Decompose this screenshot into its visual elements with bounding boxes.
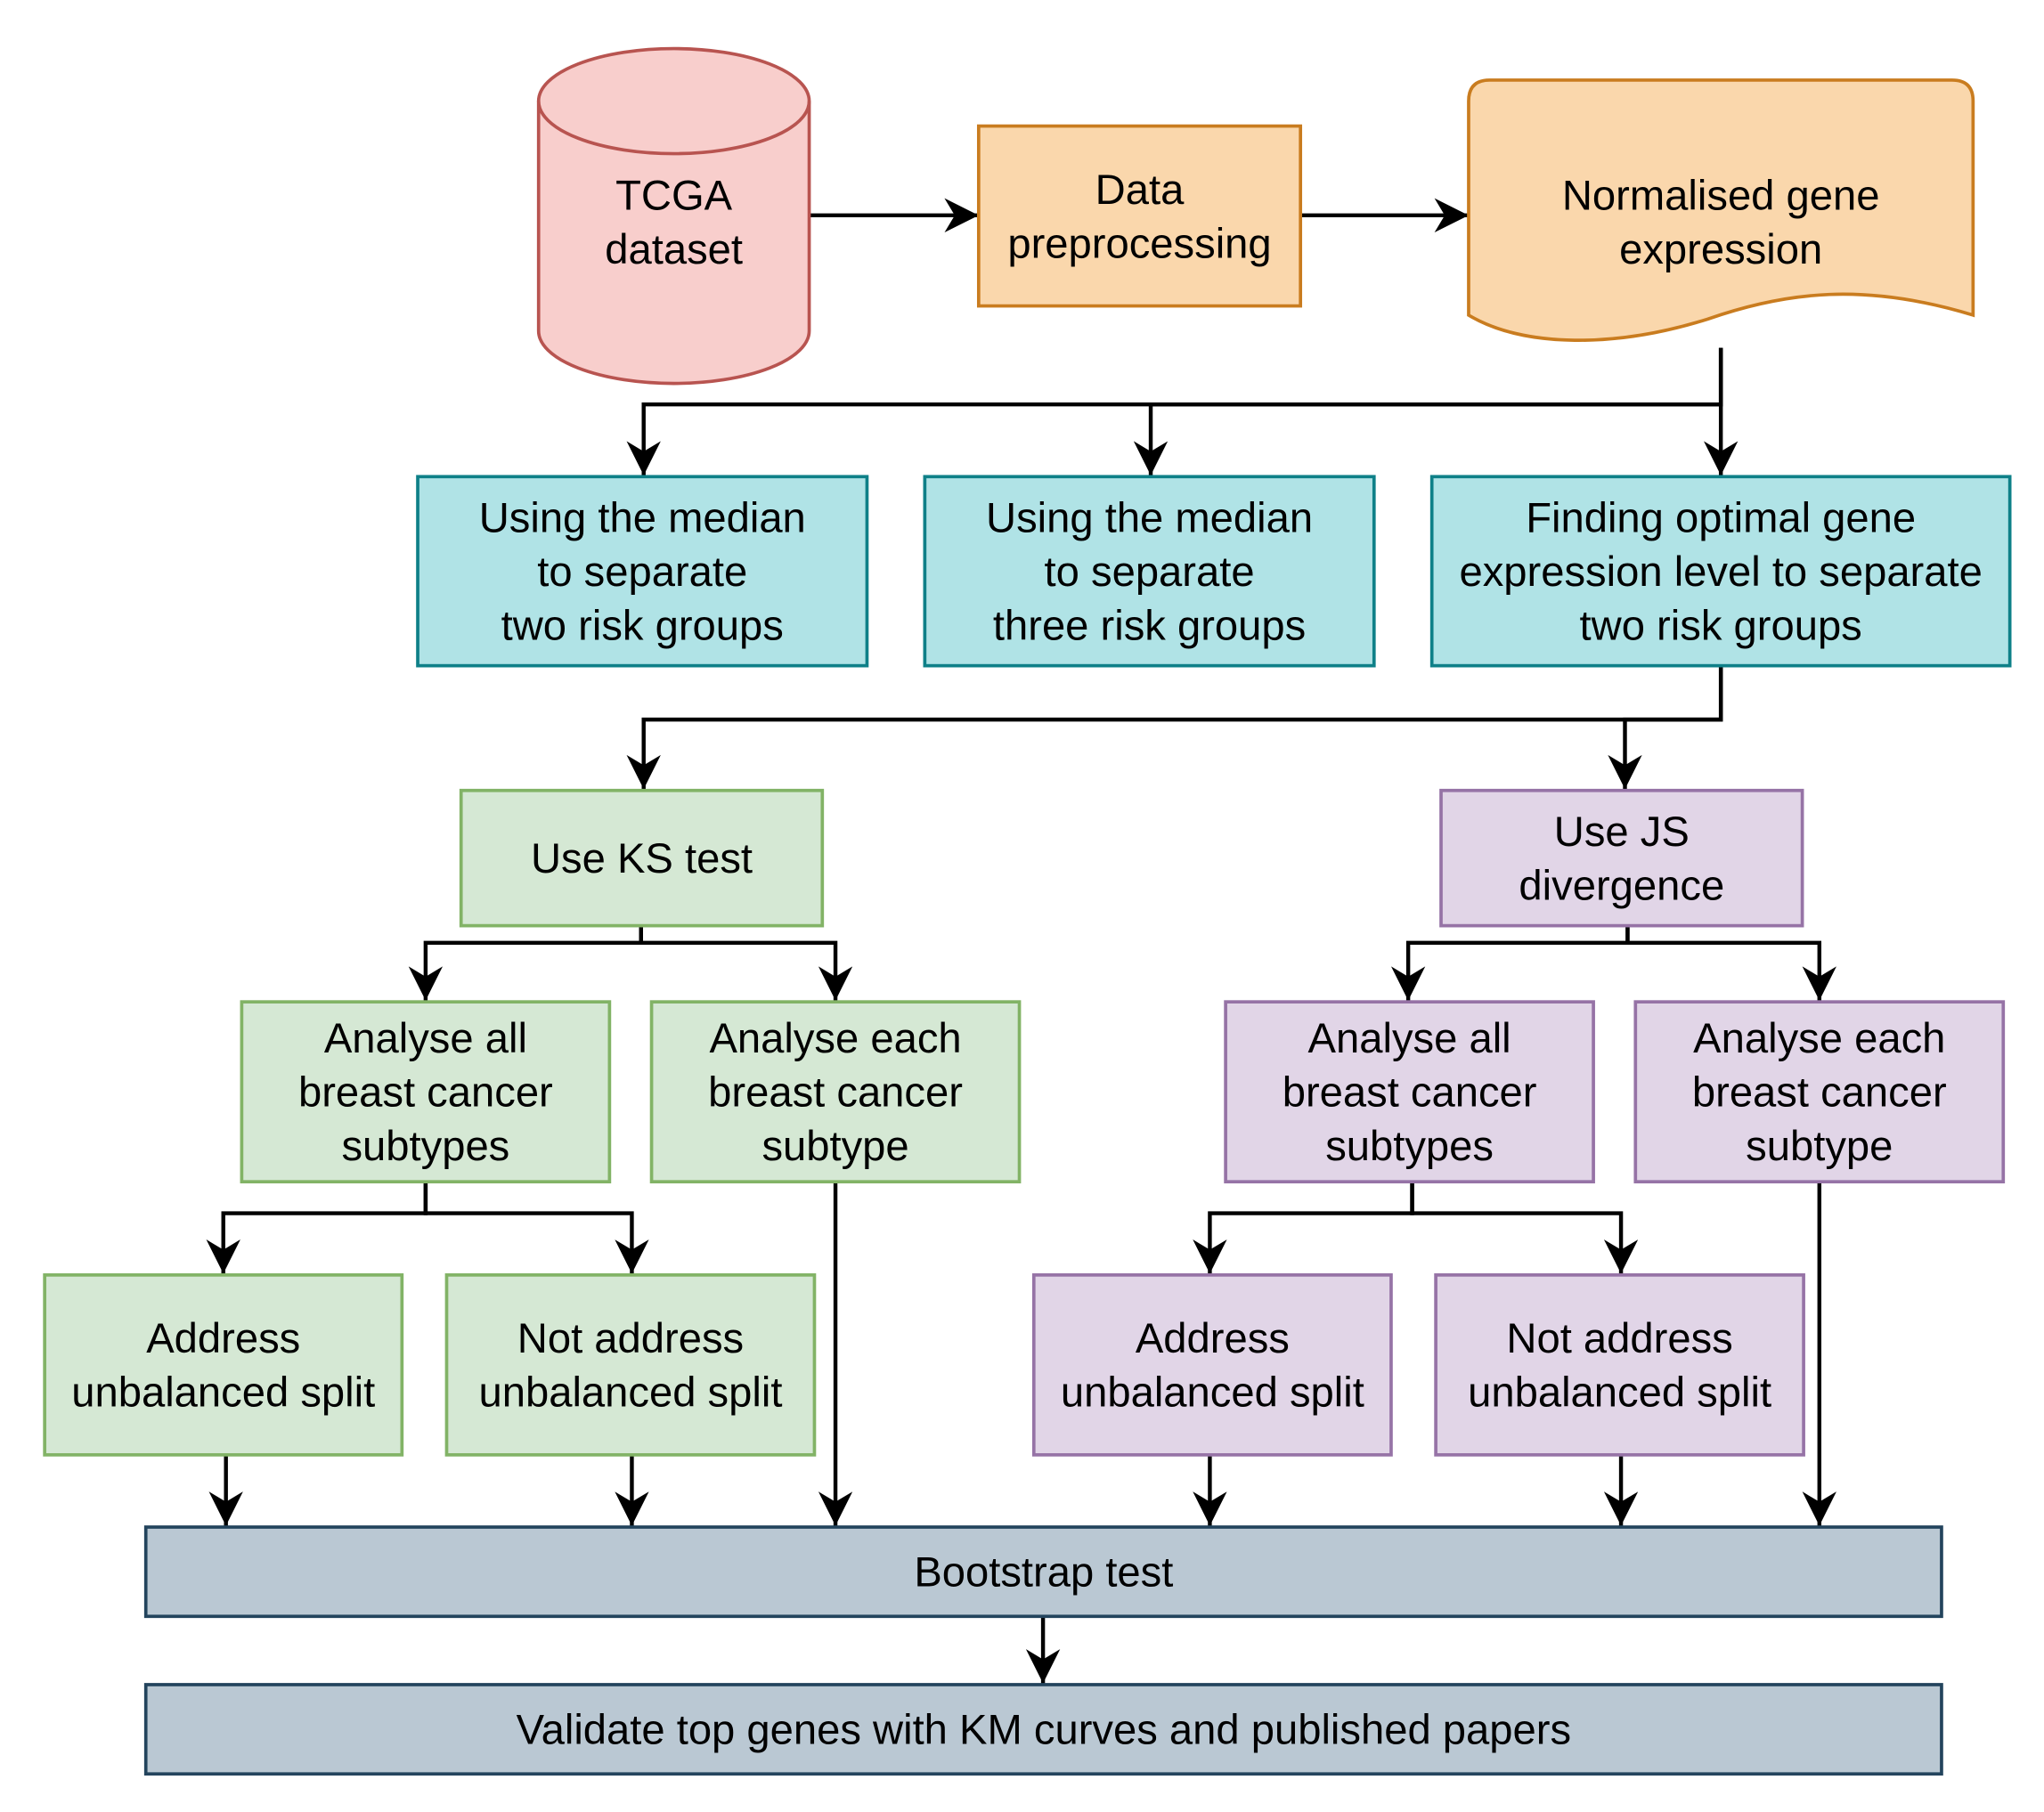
node-ks-all: Analyse all breast cancer subtypes [240, 1000, 612, 1184]
box-shape [1439, 788, 1804, 928]
node-label-line: Use JS [1554, 808, 1690, 855]
node-label-line: Normalised gene [1562, 171, 1880, 218]
box-shape [43, 1273, 404, 1457]
node-tcga: TCGA dataset [536, 46, 811, 386]
node-label-line: Using the median [479, 494, 806, 541]
node-js-address: Address unbalanced split [1031, 1273, 1393, 1457]
box-shape [143, 1683, 1943, 1776]
node-js-not-address: Not address unbalanced split [1434, 1273, 1805, 1457]
node-ks-not-address: Not address unbalanced split [444, 1273, 817, 1457]
box-shape [1031, 1273, 1393, 1457]
node-label-line: Data [1095, 166, 1185, 213]
edges [206, 198, 1836, 1684]
node-label-line: Not address [1506, 1314, 1732, 1361]
document-shape [1467, 78, 1975, 342]
node-label-line: subtype [1746, 1122, 1893, 1169]
node-label-line: Bootstrap test [914, 1548, 1173, 1596]
node-label-line: preprocessing [1007, 219, 1271, 266]
box-shape [444, 1273, 817, 1457]
node-label-line: Finding optimal gene [1526, 494, 1916, 541]
node-label-line: Analyse each [1693, 1014, 1945, 1061]
box-shape [923, 475, 1376, 668]
node-ks-test: Use KS test [459, 788, 825, 928]
node-js-div: Use JS divergence [1439, 788, 1804, 928]
node-ks-each: Analyse each breast cancer subtype [649, 1000, 1022, 1184]
box-shape [1434, 1273, 1805, 1457]
node-label-line: expression [1619, 225, 1822, 272]
node-label-line: Address [1136, 1314, 1290, 1361]
node-label-line: Validate top genes with KM curves and pu… [517, 1706, 1571, 1753]
node-label-line: two risk groups [501, 601, 784, 648]
nodes: TCGA dataset Data preprocessing Normalised g… [43, 46, 2012, 1776]
box-shape [459, 788, 825, 928]
node-label-line: subtypes [341, 1122, 509, 1169]
arrow-optimal-to-ks_test [626, 665, 1723, 790]
box-shape [976, 124, 1303, 308]
node-label-line: divergence [1519, 861, 1724, 908]
arrow-ks_test-to-ks_all [408, 925, 643, 1001]
node-label-line: breast cancer [298, 1069, 553, 1116]
node-label-line: unbalanced split [71, 1369, 375, 1416]
node-optimal: Finding optimal gene expression level to … [1429, 475, 2012, 668]
node-label-line: Address [146, 1314, 300, 1361]
box-shape [649, 1000, 1022, 1184]
node-label-line: subtype [761, 1122, 908, 1169]
arrow-js_div-to-js_each [1625, 925, 1836, 1001]
node-js-all: Analyse all breast cancer subtypes [1224, 1000, 1595, 1184]
box-shape [1429, 475, 2012, 668]
node-label-line: to separate [537, 548, 747, 595]
arrow-ks_all-to-ks_address [206, 1182, 428, 1274]
arrow-js_all-to-js_address [1193, 1182, 1414, 1274]
node-label-line: unbalanced split [1061, 1369, 1364, 1416]
node-median-three: Using the median to separate three risk gr… [923, 475, 1376, 668]
node-label-line: breast cancer [1283, 1069, 1537, 1116]
arrow-normalised-to-median_two [626, 347, 1723, 475]
arrow-ks_test-to-ks_each [639, 925, 853, 1001]
node-label-line: two risk groups [1580, 601, 1862, 648]
node-label-line: TCGA [615, 171, 733, 218]
box-shape [1224, 1000, 1595, 1184]
box-shape [1633, 1000, 2006, 1184]
node-label-line: unbalanced split [1468, 1369, 1771, 1416]
node-normalised: Normalised gene expression [1467, 78, 1975, 342]
arrow-ks_all-to-ks_not_address [423, 1182, 649, 1274]
cylinder-top-rim [536, 101, 811, 156]
arrow-optimal-to-js_div [1608, 665, 1723, 790]
node-label-line: three risk groups [993, 601, 1306, 648]
node-label-line: Not address [517, 1314, 744, 1361]
node-bootstrap: Bootstrap test [143, 1525, 1943, 1619]
node-validate: Validate top genes with KM curves and pu… [143, 1683, 1943, 1776]
node-label-line: breast cancer [1692, 1069, 1947, 1116]
node-ks-address: Address unbalanced split [43, 1273, 404, 1457]
node-label-line: subtypes [1325, 1122, 1494, 1169]
node-label-line: Analyse all [324, 1014, 527, 1061]
node-label-line: Using the median [986, 494, 1313, 541]
node-median-two: Using the median to separate two risk grou… [416, 475, 869, 668]
arrow-js_all-to-js_not_address [1410, 1182, 1639, 1274]
box-shape [240, 1000, 612, 1184]
arrow-normalised-to-median_three [1133, 347, 1723, 475]
box-shape [416, 475, 869, 668]
node-label-line: to separate [1045, 548, 1255, 595]
box-shape [143, 1525, 1943, 1619]
node-preprocess: Data preprocessing [976, 124, 1303, 308]
node-label-line: expression level to separate [1459, 548, 1982, 595]
arrow-js_div-to-js_all [1390, 925, 1630, 1001]
node-label-line: Use KS test [531, 834, 753, 882]
database-cylinder-shape [536, 46, 811, 386]
node-label-line: Analyse each [709, 1014, 961, 1061]
node-label-line: unbalanced split [479, 1369, 783, 1416]
node-label-line: breast cancer [708, 1069, 963, 1116]
node-label-line: Analyse all [1308, 1014, 1511, 1061]
node-label-line: dataset [605, 225, 743, 272]
node-js-each: Analyse each breast cancer subtype [1633, 1000, 2006, 1184]
